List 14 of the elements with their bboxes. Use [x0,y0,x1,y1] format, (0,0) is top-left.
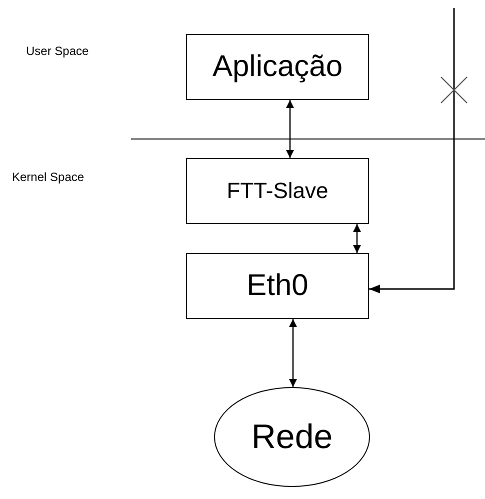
process-box [186,34,369,100]
node-label: Rede [251,418,333,456]
arrow [289,319,297,387]
process-box [186,158,369,224]
node-label: FTT-Slave [226,178,328,204]
space-label: User Space [26,44,89,58]
arrow [286,100,294,158]
node-label: Eth0 [246,269,308,303]
process-box [186,253,369,319]
arrow [369,8,455,294]
space-label: Kernel Space [12,170,84,184]
network-ellipse [214,387,370,487]
arrow [353,224,361,253]
node-label: Aplicação [212,50,343,84]
